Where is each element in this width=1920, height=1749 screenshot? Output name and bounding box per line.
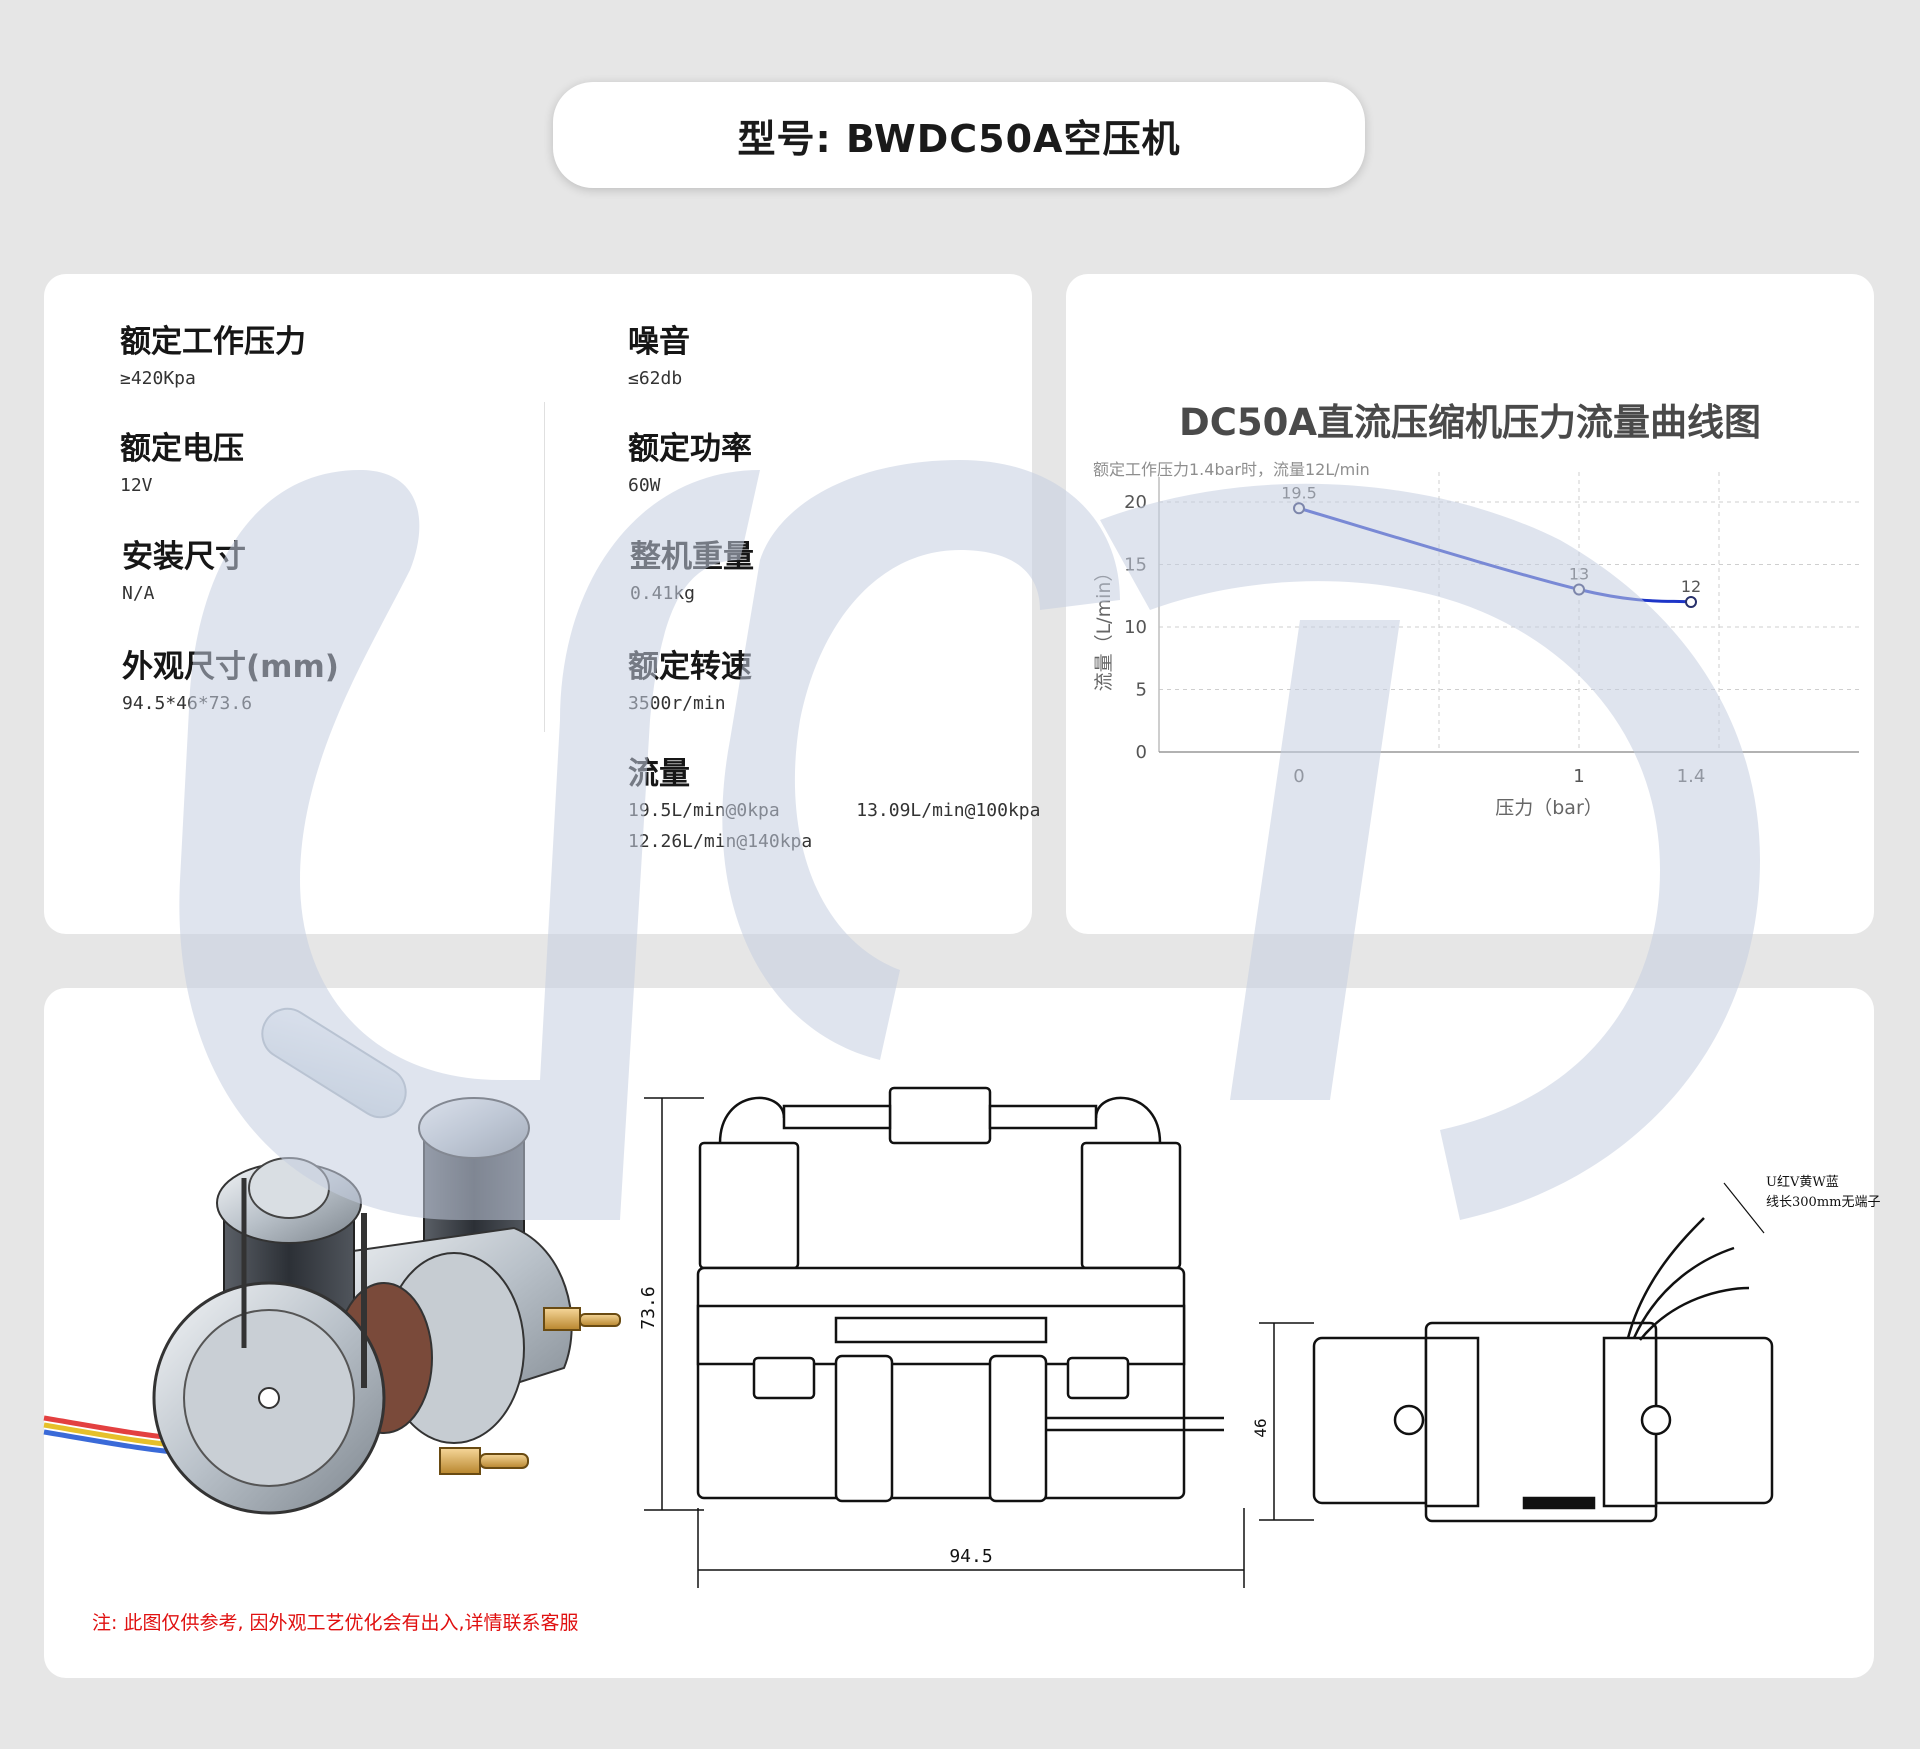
- spec-label: 整机重量: [630, 539, 754, 575]
- spec-value: 12V: [120, 475, 153, 496]
- spec-label: 额定工作压力: [120, 324, 306, 360]
- spec-rated-speed: 额定转速 3500r/min: [628, 647, 752, 714]
- disclaimer-note: 注: 此图仅供参考, 因外观工艺优化会有出入,详情联系客服: [92, 1612, 579, 1634]
- spec-rated-voltage: 额定电压 12V: [120, 429, 244, 496]
- column-divider: [544, 402, 545, 732]
- spec-dimensions: 外观尺寸(mm) 94.5*46*73.6: [122, 647, 339, 714]
- drawings-card: 73.6 94.5 46 U红V黄W蓝 线长300mm无端子 注: 此图仅供参考…: [43, 988, 1880, 1678]
- spec-mount-size: 安装尺寸 N/A: [122, 537, 246, 604]
- spec-label: 流量: [628, 756, 690, 792]
- y-tick-label: 20: [1124, 492, 1147, 513]
- x-tick-label: 1.4: [1677, 766, 1706, 787]
- specs-card: 额定工作压力 ≥420Kpa 噪音 ≤62db 额定电压 12V 额定功率 60…: [44, 274, 1040, 934]
- wire-note-length: 线长300mm无端子: [1766, 1195, 1880, 1210]
- spec-value: ≤62db: [628, 368, 683, 389]
- pressure-flow-chart: 0 5 10 15 20 0 1 1.4 压力（bar） 流量（L/min） 19.5 13 12: [1093, 472, 1859, 819]
- spec-value: 60W: [628, 475, 661, 496]
- spec-label: 安装尺寸: [122, 539, 246, 575]
- spec-value: 0.41kg: [630, 583, 696, 604]
- series-line: [1298, 506, 1692, 604]
- x-tick-label: 1: [1573, 766, 1584, 787]
- flow-value: 19.5L/min@0kpa: [628, 800, 780, 821]
- spec-noise: 噪音 ≤62db: [628, 322, 690, 389]
- spec-label: 额定功率: [628, 431, 752, 467]
- x-tick-label: 0: [1293, 766, 1304, 787]
- model-title-pill: 型号: BWDC50A空压机: [553, 82, 1365, 188]
- spec-label: 噪音: [628, 324, 690, 360]
- spec-label: 额定转速: [628, 649, 752, 685]
- spec-value: ≥420Kpa: [120, 368, 196, 389]
- y-tick-label: 10: [1124, 617, 1147, 638]
- y-tick-label: 15: [1124, 555, 1147, 576]
- chart-card: DC50A直流压缩机压力流量曲线图 额定工作压力1.4bar时，流量12L/mi…: [1066, 274, 1874, 934]
- data-label: 13: [1569, 565, 1589, 584]
- chart-subtitle: 额定工作压力1.4bar时，流量12L/min: [1093, 460, 1370, 479]
- width-dimension: 94.5: [949, 1546, 992, 1567]
- spec-weight: 整机重量 0.41kg: [630, 537, 754, 604]
- data-point: [1573, 583, 1585, 596]
- spec-value: 94.5*46*73.6: [122, 693, 253, 714]
- spec-flow: 流量 19.5L/min@0kpa 13.09L/min@100kpa 12.2…: [628, 754, 1040, 852]
- data-point: [1293, 502, 1305, 515]
- data-point: [1685, 596, 1697, 608]
- flow-value: 13.09L/min@100kpa: [856, 800, 1041, 821]
- front-view-drawing: [644, 1086, 1245, 1588]
- y-axis-title: 流量（L/min）: [1093, 563, 1115, 692]
- data-label: 12: [1681, 577, 1701, 596]
- spec-value: 3500r/min: [628, 693, 726, 714]
- flow-value: 12.26L/min@140kpa: [628, 831, 813, 852]
- x-axis-title: 压力（bar）: [1495, 797, 1603, 819]
- spec-rated-power: 额定功率 60W: [628, 429, 752, 496]
- spec-rated-pressure: 额定工作压力 ≥420Kpa: [120, 322, 306, 389]
- spec-label: 外观尺寸(mm): [122, 649, 339, 685]
- spec-value: N/A: [122, 583, 155, 604]
- y-tick-label: 0: [1136, 742, 1147, 763]
- wire-note-colors: U红V黄W蓝: [1766, 1174, 1839, 1190]
- compressor-render: [43, 1007, 621, 1515]
- model-title: 型号: BWDC50A空压机: [737, 116, 1181, 161]
- data-label: 19.5: [1281, 483, 1317, 502]
- depth-dimension: 46: [1251, 1418, 1270, 1437]
- y-tick-label: 5: [1136, 680, 1147, 701]
- chart-title: DC50A直流压缩机压力流量曲线图: [1179, 401, 1761, 444]
- height-dimension: 73.6: [638, 1286, 659, 1329]
- drawings-svg: 73.6 94.5 46 U红V黄W蓝 线长300mm无端子: [43, 1007, 1880, 1588]
- spec-label: 额定电压: [120, 431, 244, 467]
- top-view-drawing: [1259, 1182, 1774, 1523]
- flow-values: 19.5L/min@0kpa 13.09L/min@100kpa 12.26L/…: [628, 800, 1040, 852]
